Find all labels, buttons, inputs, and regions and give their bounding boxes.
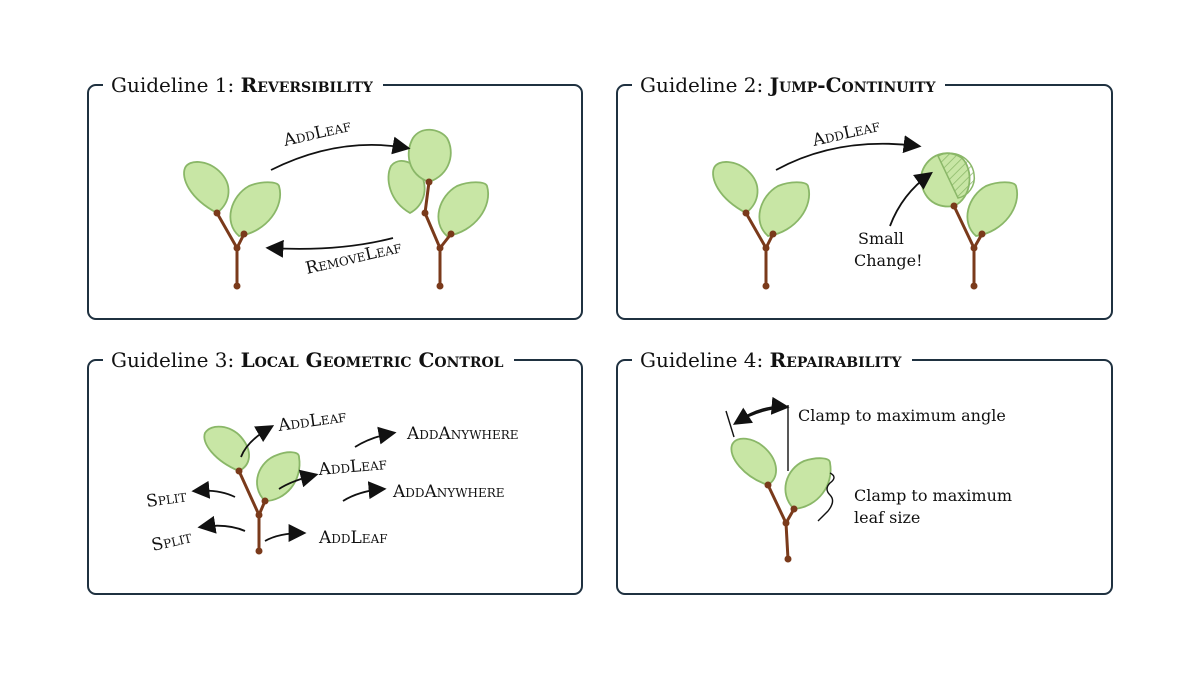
panel-label: Guideline 4:: [640, 348, 764, 372]
angle-arrow: [737, 396, 790, 422]
repairability-illustration: Clamp to maximum angle Clamp to maximum …: [725, 396, 1012, 563]
add-anywhere-label-top: AddAnywhere: [406, 424, 519, 444]
panel-name: Local Geometric Control: [240, 348, 504, 372]
add-leaf-arrow: [240, 425, 275, 458]
size-note-1: Clamp to maximum: [854, 486, 1012, 505]
leaf-changed-hatch: [937, 152, 976, 199]
plant: [203, 425, 301, 555]
stem: [423, 180, 442, 288]
plant-before: [712, 161, 811, 290]
node: [255, 511, 263, 519]
node: [784, 555, 792, 563]
node: [421, 209, 429, 217]
leaf: [437, 181, 490, 237]
add-leaf-arrow: [775, 135, 922, 171]
add-leaf-label-top: AddLeaf: [276, 407, 348, 436]
node: [233, 244, 241, 252]
small-change-label-1: Small: [858, 229, 904, 248]
node: [436, 244, 444, 252]
angle-limit-line: [725, 410, 735, 438]
node: [742, 209, 750, 217]
leaf: [966, 181, 1019, 237]
add-anywhere-arrow: [342, 481, 387, 502]
add-leaf-label-bottom: AddLeaf: [318, 528, 388, 548]
size-brace: [817, 472, 835, 522]
small-change-label-2: Change!: [854, 251, 923, 270]
add-leaf-label: AddLeaf: [281, 116, 353, 151]
leaf: [758, 181, 811, 237]
add-anywhere-arrow: [354, 426, 397, 448]
leaf: [712, 161, 759, 215]
add-anywhere-label-mid: AddAnywhere: [392, 482, 505, 502]
node: [240, 230, 248, 238]
angle-note: Clamp to maximum angle: [798, 406, 1006, 425]
node: [213, 209, 221, 217]
leaf: [183, 161, 230, 215]
split-arrow: [191, 480, 236, 499]
plant-after: [920, 152, 1019, 290]
panel-jump-continuity: Guideline 2: Jump-Continuity: [616, 70, 1113, 320]
size-note-2: leaf size: [854, 508, 920, 527]
remove-leaf-arrow: [265, 237, 394, 258]
split-arrow: [197, 515, 246, 534]
panel-label: Guideline 3:: [111, 348, 235, 372]
split-label-bottom: Split: [150, 527, 194, 556]
node: [235, 467, 243, 475]
leaf: [229, 181, 282, 237]
node: [782, 519, 790, 527]
node: [261, 497, 269, 505]
panel-repairability: Guideline 4: Repairability Clamp to maxi…: [616, 345, 1113, 595]
local-geometric-control-illustration: AddLeaf AddLeaf AddLeaf AddAnywhere AddA…: [145, 407, 519, 556]
panel-title: Guideline 4: Repairability: [632, 345, 912, 375]
panel-label: Guideline 1:: [111, 73, 235, 97]
leaf-new: [407, 128, 452, 183]
panel-title: Guideline 3: Local Geometric Control: [103, 345, 514, 375]
node: [436, 282, 444, 290]
panel-title: Guideline 1: Reversibility: [103, 70, 383, 100]
leaf: [256, 451, 301, 502]
node: [425, 178, 433, 186]
node: [950, 202, 958, 210]
panel-name: Repairability: [769, 348, 902, 372]
node: [447, 230, 455, 238]
node: [762, 244, 770, 252]
leaf: [784, 457, 832, 510]
node: [978, 230, 986, 238]
node: [233, 282, 241, 290]
remove-leaf-label: RemoveLeaf: [304, 237, 404, 279]
add-leaf-arrow: [278, 469, 319, 490]
node: [970, 244, 978, 252]
plant-before: [183, 161, 282, 290]
angle-arrow: [732, 406, 787, 425]
split-label-top: Split: [145, 487, 188, 512]
small-change-arrow: [889, 171, 933, 227]
node: [769, 230, 777, 238]
panel-reversibility: Guideline 1: Reversibility: [87, 70, 583, 320]
plant-after: [387, 128, 490, 290]
node: [762, 282, 770, 290]
jump-continuity-illustration: AddLeaf Small Change!: [712, 116, 1019, 290]
panel-name: Jump-Continuity: [769, 73, 936, 97]
panel-name: Reversibility: [240, 73, 373, 97]
add-leaf-arrow: [264, 524, 307, 543]
panel-label: Guideline 2:: [640, 73, 764, 97]
panel-title: Guideline 2: Jump-Continuity: [632, 70, 946, 100]
node: [255, 547, 263, 555]
reversibility-illustration: AddLeaf RemoveLeaf: [183, 116, 490, 290]
node: [790, 505, 798, 513]
panel-local-geometric-control: Guideline 3: Local Geometric Control Add…: [87, 345, 583, 595]
leaf: [730, 437, 777, 486]
add-leaf-arrow: [270, 136, 411, 171]
leaf: [203, 425, 250, 472]
node: [970, 282, 978, 290]
plant: [730, 437, 832, 563]
node: [764, 481, 772, 489]
add-leaf-label-mid: AddLeaf: [317, 454, 388, 480]
